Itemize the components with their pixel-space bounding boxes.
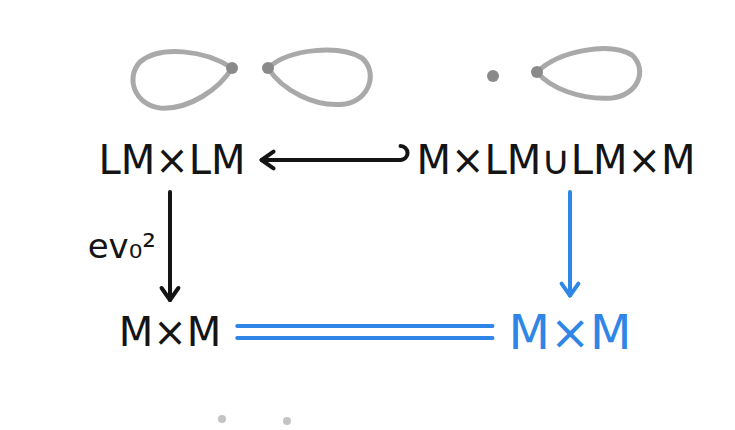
morphism-arrow: [562, 192, 579, 296]
loop: [537, 49, 640, 98]
connector-stroke: [162, 288, 179, 300]
connector-stroke: [237, 324, 492, 328]
base-point: [262, 62, 274, 74]
object-label: LM×LM: [98, 138, 245, 182]
object-label: M×M: [508, 306, 631, 359]
arrow-label: ev₀²: [86, 226, 158, 266]
math-object: LM×LM: [90, 134, 253, 186]
connector-stroke: [568, 192, 572, 296]
connector-stroke: [562, 284, 579, 296]
loop: [133, 52, 232, 109]
connector-stroke: [237, 336, 492, 340]
base-point: [487, 70, 499, 82]
connector-stroke: [262, 152, 274, 169]
math-object: M×LM∪LM×M: [409, 134, 704, 186]
loop: [268, 50, 370, 104]
base-point: [226, 62, 238, 74]
morphism-arrow: [237, 326, 492, 338]
math-object: M×M: [111, 306, 230, 358]
base-point: [283, 417, 291, 425]
morphism-arrow: [262, 146, 408, 168]
base-point: [531, 66, 543, 78]
morphism-arrow: [162, 192, 179, 300]
math-object: M×M: [500, 302, 639, 363]
object-label: M×M: [119, 310, 222, 354]
connector-stroke: [401, 146, 408, 160]
connector-stroke: [168, 192, 172, 300]
object-label: M×LM∪LM×M: [417, 138, 696, 182]
base-point: [218, 415, 226, 423]
connector-stroke: [262, 158, 401, 162]
